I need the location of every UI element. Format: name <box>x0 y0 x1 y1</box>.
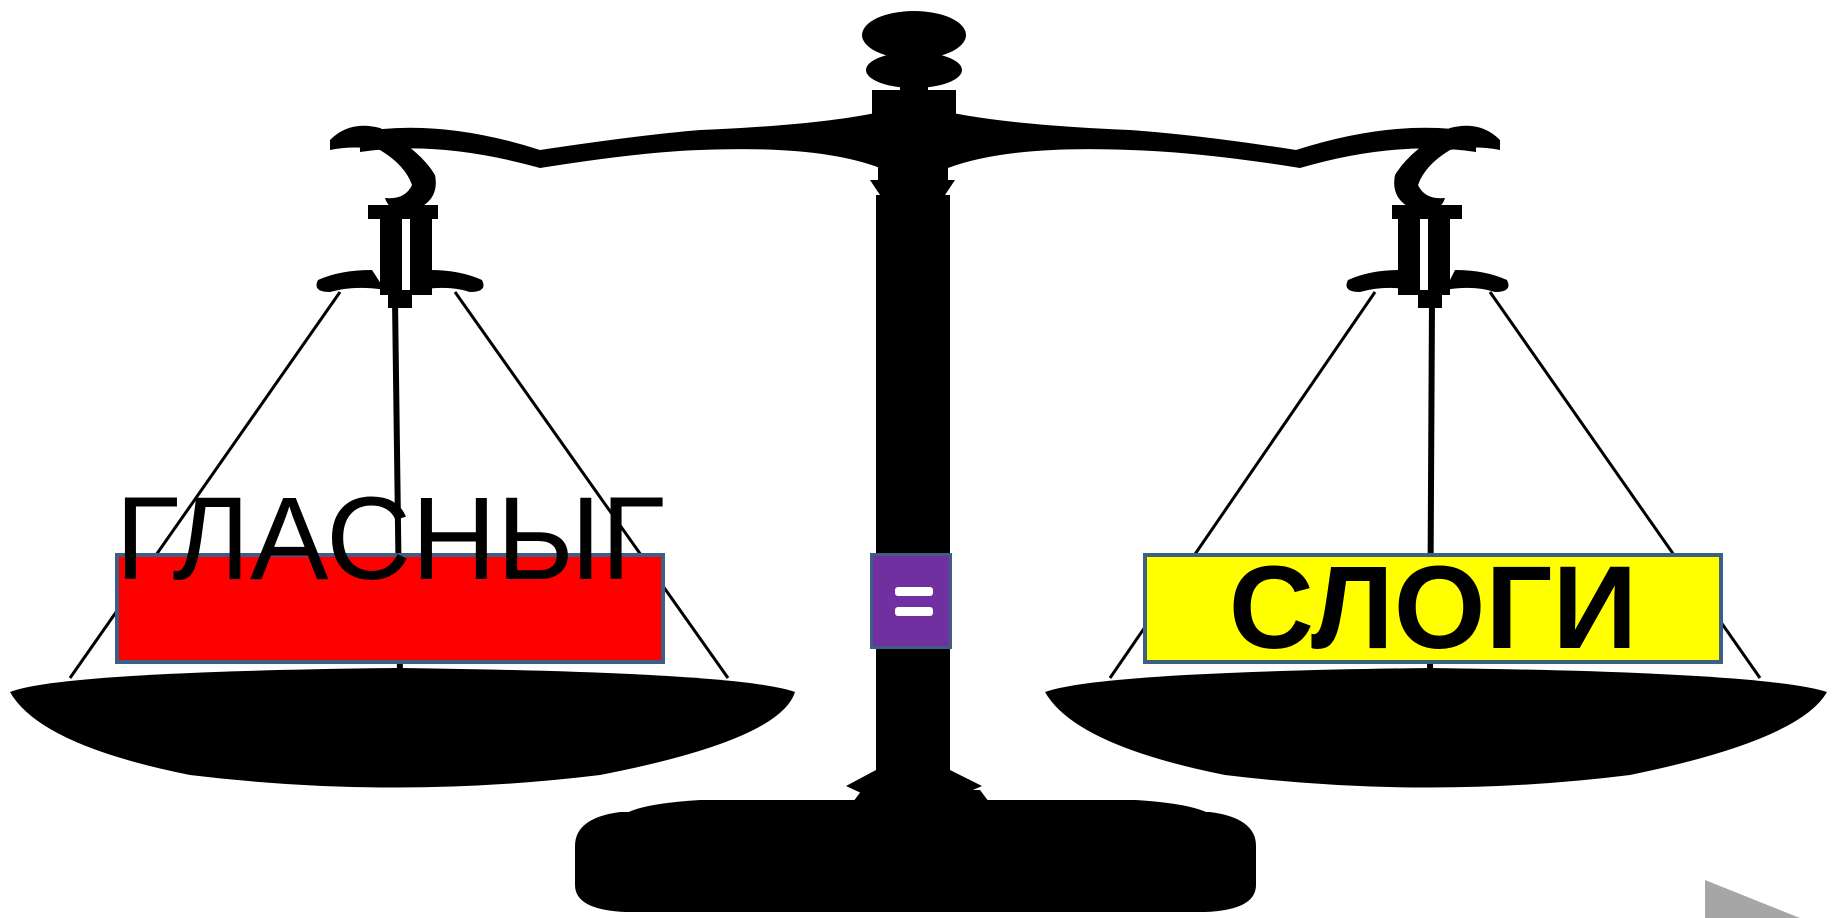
scale-beam <box>360 112 1476 168</box>
right-hanger <box>1347 126 1509 308</box>
equals-button[interactable] <box>870 553 952 649</box>
left-hanger <box>317 126 484 308</box>
left-pan-label: ГЛАСНЫГ <box>100 478 680 600</box>
equals-bar-bottom <box>895 607 933 616</box>
equals-bar-top <box>895 587 933 596</box>
right-pan-label: СЛОГИ <box>1143 553 1723 664</box>
next-slide-button[interactable] <box>1700 878 1837 918</box>
left-pan <box>10 668 795 788</box>
scale-base <box>575 790 1256 912</box>
right-pan <box>1045 668 1827 788</box>
